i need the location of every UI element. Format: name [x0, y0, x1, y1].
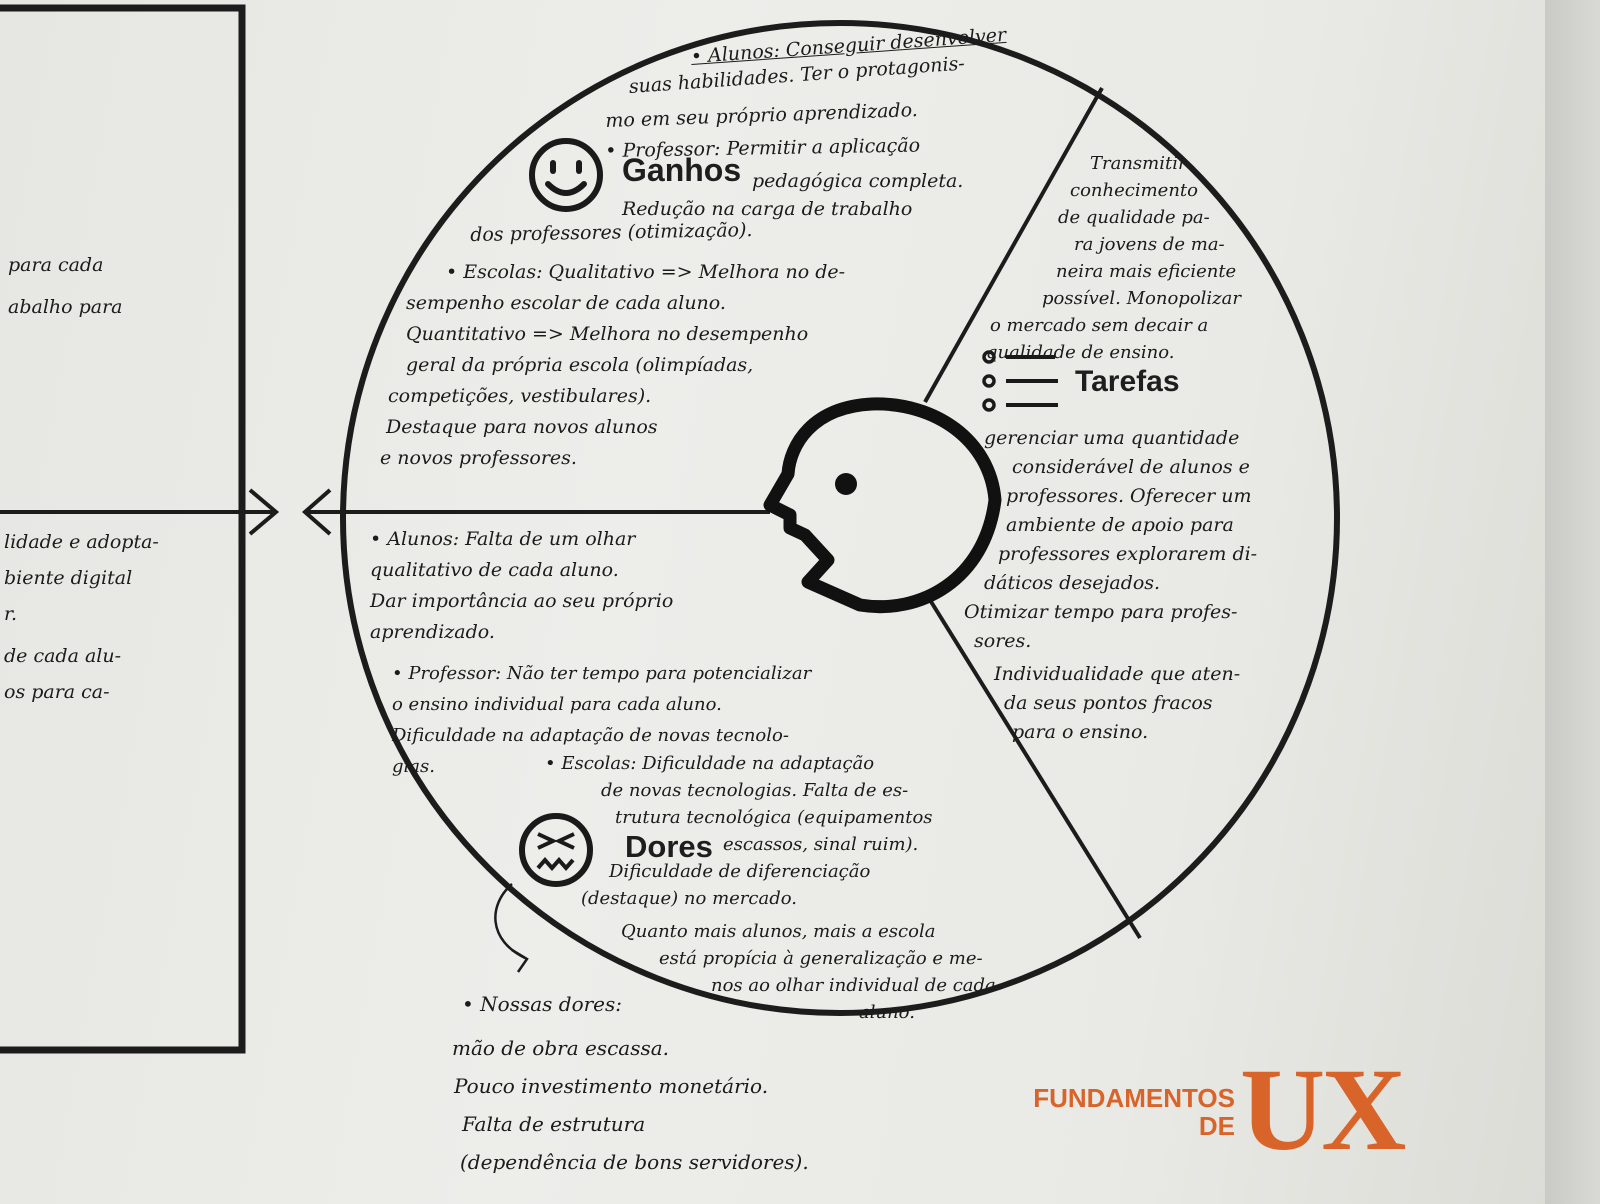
smiley-icon	[529, 138, 603, 212]
arrow-head-right	[248, 488, 280, 536]
left-fragment-bottom: lidade e adopta- biente digital r. de ca…	[4, 531, 159, 703]
ganhos-escolas-text: • Escolas: Qualitativo => Melhora no de-…	[380, 261, 846, 469]
head-eye	[835, 473, 857, 495]
head-profile-icon	[763, 397, 1002, 614]
left-box	[0, 4, 246, 1054]
table-background	[1545, 0, 1600, 1204]
dores-escolas-text: • Escolas: Dificuldade na adaptação de n…	[545, 753, 996, 1023]
ganhos-professor-reducao: Redução na carga de trabalho	[622, 198, 913, 220]
brand-fundamentos: FUNDAMENTOS DE	[1033, 1083, 1235, 1141]
dores-professor-text: • Professor: Não ter tempo para potencia…	[392, 663, 812, 777]
dores-alunos-text: • Alunos: Falta de um olhar qualitativo …	[370, 528, 674, 643]
brand-ux-logo: UX	[1240, 1044, 1406, 1175]
dores-label: Dores	[625, 829, 713, 864]
arrow-head-left	[301, 488, 332, 536]
value-proposition-circle	[340, 20, 1340, 1016]
ganhos-label: Ganhos	[622, 152, 742, 188]
divider-top	[923, 87, 1104, 403]
tarefas-top-text: Transmitir conhecimento de qualidade pa-…	[986, 153, 1242, 363]
ganhos-professor-otimizacao: dos professores (otimização).	[470, 219, 753, 246]
frustrated-face-icon	[519, 813, 593, 887]
hand-drawn-arrow-head	[511, 948, 529, 973]
ganhos-professor-text: • Professor: Permitir a aplicação	[605, 134, 921, 162]
ganhos-professor-cont: pedagógica completa.	[752, 170, 964, 192]
paper-sheet	[0, 0, 1545, 1204]
list-icon	[982, 350, 1058, 412]
divider-bottom	[928, 598, 1142, 940]
tarefas-bottom-text: gerenciar uma quantidade considerável de…	[964, 427, 1258, 743]
nossas-dores-text: • Nossas dores: mão de obra escassa. Pou…	[452, 992, 809, 1174]
tarefas-label: Tarefas	[1075, 365, 1180, 398]
left-fragment-top: para cada abalho para	[8, 254, 123, 318]
